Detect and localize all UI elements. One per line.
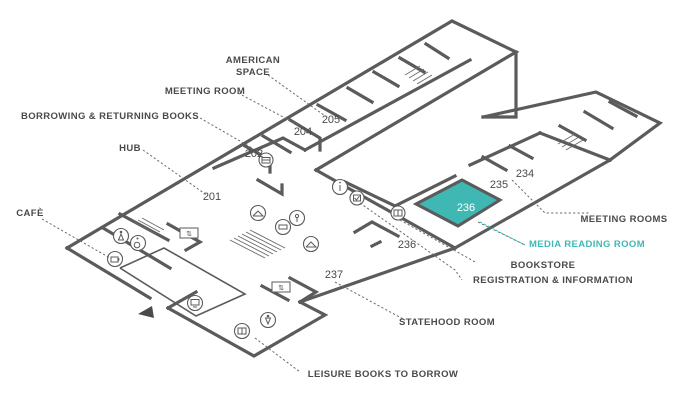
interior-walls bbox=[100, 41, 639, 311]
label-bookstore: BOOKSTORE bbox=[511, 260, 576, 271]
leader-lines bbox=[41, 74, 590, 373]
borrow-desk-icon[interactable] bbox=[258, 152, 274, 168]
elevator-box-right bbox=[287, 275, 320, 305]
male-toilet-icon[interactable] bbox=[259, 311, 277, 329]
leisure-entrance-wall bbox=[165, 289, 199, 311]
upper-wing-back-wall bbox=[64, 19, 520, 251]
front-lower-wall bbox=[165, 305, 295, 358]
computer-icon[interactable] bbox=[186, 294, 204, 312]
bookstore-stub bbox=[369, 239, 383, 249]
meeting-234-divider bbox=[507, 143, 535, 161]
room-236-media-number: 236 bbox=[457, 202, 475, 214]
right-room-divider-1 bbox=[557, 123, 588, 143]
room-207-divider bbox=[371, 69, 401, 89]
elevator-upper: ⇅ bbox=[179, 227, 199, 239]
label-american-space-line2: SPACE bbox=[236, 67, 270, 78]
room-235-number: 235 bbox=[490, 179, 508, 191]
atrium-outline bbox=[119, 247, 247, 317]
label-borrowing-returning-books: BORROWING & RETURNING BOOKS bbox=[21, 111, 199, 122]
room-205-divider bbox=[315, 102, 348, 123]
room-237-number: 237 bbox=[325, 269, 343, 281]
right-room-divider-2 bbox=[582, 109, 615, 131]
hub-inner-wall bbox=[211, 136, 308, 171]
info-icon[interactable] bbox=[331, 178, 349, 196]
meeting-235-divider bbox=[480, 154, 509, 173]
room-206-divider bbox=[345, 85, 375, 105]
seating-icon[interactable] bbox=[274, 218, 292, 236]
left-front-wall bbox=[64, 245, 153, 301]
elevator-box-left bbox=[165, 221, 204, 253]
label-hub: HUB bbox=[119, 143, 141, 154]
room-204-number: 204 bbox=[294, 126, 312, 138]
staircase-center bbox=[229, 229, 286, 259]
room-208-divider bbox=[397, 55, 427, 75]
media-room-back-wall bbox=[342, 173, 458, 208]
right-wing-front-wall bbox=[452, 157, 613, 251]
room-234-number: 234 bbox=[516, 168, 534, 180]
elevator-lower: ⇅ bbox=[271, 281, 291, 293]
staircase-upper bbox=[404, 65, 433, 85]
front-wall-notch bbox=[289, 299, 329, 337]
meeting-rooms-front-wall bbox=[467, 130, 543, 168]
building-walls bbox=[64, 19, 664, 358]
room-236-bookstore-number: 236 bbox=[398, 239, 416, 251]
checklist-icon[interactable] bbox=[349, 190, 365, 206]
coat-hanger-icon[interactable] bbox=[249, 204, 267, 222]
lower-room-wall bbox=[259, 283, 291, 303]
label-registration-information: REGISTRATION & INFORMATION bbox=[473, 275, 633, 286]
room-202-203-divider bbox=[260, 133, 293, 155]
courtyard-wall bbox=[481, 50, 518, 119]
right-wing-back-wall bbox=[481, 90, 664, 163]
right-room-divider-3 bbox=[607, 99, 639, 119]
bookstore-wall bbox=[352, 220, 401, 239]
label-leisure-books-to-borrow: LEISURE BOOKS TO BORROW bbox=[308, 369, 458, 380]
room-205-number: 205 bbox=[322, 114, 340, 126]
label-statehood-room: STATEHOOD ROOM bbox=[399, 317, 495, 328]
female-toilet-icon[interactable] bbox=[112, 227, 130, 245]
books-icon[interactable] bbox=[233, 322, 251, 340]
seating-icon[interactable] bbox=[288, 209, 306, 227]
elevator-icon: ⇅ bbox=[278, 285, 284, 292]
elevator-icon: ⇅ bbox=[186, 231, 192, 238]
front-main-wall bbox=[297, 245, 458, 305]
label-cafe: CAFÈ bbox=[16, 208, 43, 219]
media-reading-room-area[interactable] bbox=[412, 178, 504, 228]
label-meeting-room: MEETING ROOM bbox=[165, 86, 245, 97]
coat-hanger-icon[interactable] bbox=[302, 235, 320, 253]
label-american-space: AMERICAN bbox=[226, 55, 280, 66]
entrance-arrow-icon bbox=[138, 306, 154, 318]
coffee-cup-icon[interactable] bbox=[106, 250, 124, 268]
room-209-divider bbox=[423, 41, 451, 61]
staircase-right bbox=[557, 133, 584, 151]
wheelchair-icon[interactable] bbox=[129, 234, 147, 252]
room-204-divider bbox=[287, 117, 322, 152]
right-corridor-wall bbox=[537, 130, 613, 163]
room-202-number: 202 bbox=[245, 148, 263, 160]
upper-corridor-wall bbox=[302, 57, 473, 153]
staircase-left bbox=[133, 217, 165, 235]
label-meeting-rooms: MEETING ROOMS bbox=[580, 214, 667, 225]
label-media-reading-room: MEDIA READING ROOM bbox=[529, 239, 645, 250]
room-201-number: 201 bbox=[203, 191, 221, 203]
bookstore-icon[interactable] bbox=[390, 205, 406, 221]
hub-stub-wall bbox=[255, 177, 284, 197]
